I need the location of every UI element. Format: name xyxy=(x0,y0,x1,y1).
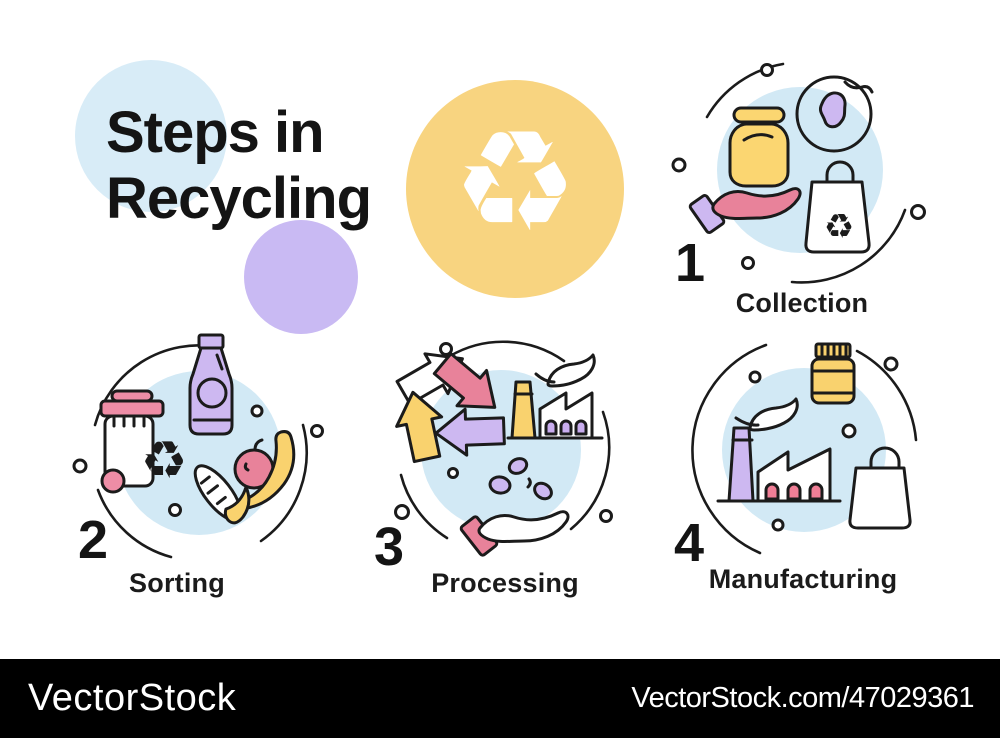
decor-dots xyxy=(72,404,324,517)
watermark-brand: VectorStock xyxy=(28,677,237,719)
recycle-symbol: ♻ xyxy=(824,207,854,247)
decor-dots xyxy=(394,342,613,523)
deco-circle-purple xyxy=(244,220,358,334)
collection-illustration: ♻ xyxy=(671,62,926,284)
pill-bottle-icon xyxy=(810,342,856,405)
hero-circle: ♻ xyxy=(406,80,624,298)
decor-dots xyxy=(671,63,926,270)
step-label-processing: Processing xyxy=(431,568,579,598)
decor-dots xyxy=(748,356,899,532)
step-sorting: ♻ 2 Sorting xyxy=(48,325,348,610)
decor-arcs xyxy=(705,62,907,284)
sorting-illustration: ♻ xyxy=(72,333,324,559)
step-processing: 3 Processing xyxy=(350,330,660,615)
step-bg-circle xyxy=(421,370,581,530)
apple-icon xyxy=(233,438,275,490)
processing-illustration xyxy=(394,340,613,557)
watermark-url: VectorStock.com/47029361 xyxy=(631,682,974,714)
title-line-1: Steps in xyxy=(106,100,325,165)
step-number-3: 3 xyxy=(374,517,405,577)
recycle-icon: ♻ xyxy=(452,101,578,264)
step-label-manufacturing: Manufacturing xyxy=(708,564,898,594)
pellets-icon xyxy=(488,457,553,501)
leaf-icon xyxy=(534,353,596,388)
step-number-4: 4 xyxy=(674,513,705,573)
title-line-2: Recycling xyxy=(106,166,372,232)
jar-icon xyxy=(728,106,790,188)
trash-bin-icon xyxy=(99,389,165,494)
step-number-1: 1 xyxy=(675,233,706,293)
factory-icon xyxy=(716,426,842,503)
recycle-bag-icon: ♻ xyxy=(804,160,871,254)
banana-icon xyxy=(239,430,296,510)
globe-icon xyxy=(795,75,874,153)
corn-icon xyxy=(193,464,251,525)
factory-icon xyxy=(506,380,604,440)
decor-arcs xyxy=(691,343,918,555)
page-title: Steps in Recycling xyxy=(106,100,372,232)
shopping-bag-icon xyxy=(848,446,912,530)
step-collection: ♻ 1 Collection xyxy=(650,40,970,325)
hand-icon xyxy=(688,187,802,234)
step-number-2: 2 xyxy=(78,510,109,570)
recycle-arrows-icon: ♻ xyxy=(141,431,188,491)
recycle-cycle-icon xyxy=(395,352,506,464)
watermark-bar: VectorStock VectorStock.com/47029361 xyxy=(0,659,1000,738)
step-manufacturing: 4 Manufacturing xyxy=(648,318,973,608)
deco-circle-blue xyxy=(75,60,227,212)
manufacturing-illustration xyxy=(691,342,918,555)
hand-icon xyxy=(459,510,570,557)
leaf-icon xyxy=(734,397,799,432)
step-label-collection: Collection xyxy=(735,288,869,318)
step-label-sorting: Sorting xyxy=(129,568,225,598)
decor-arcs xyxy=(399,340,611,540)
bottle-icon xyxy=(188,333,234,436)
